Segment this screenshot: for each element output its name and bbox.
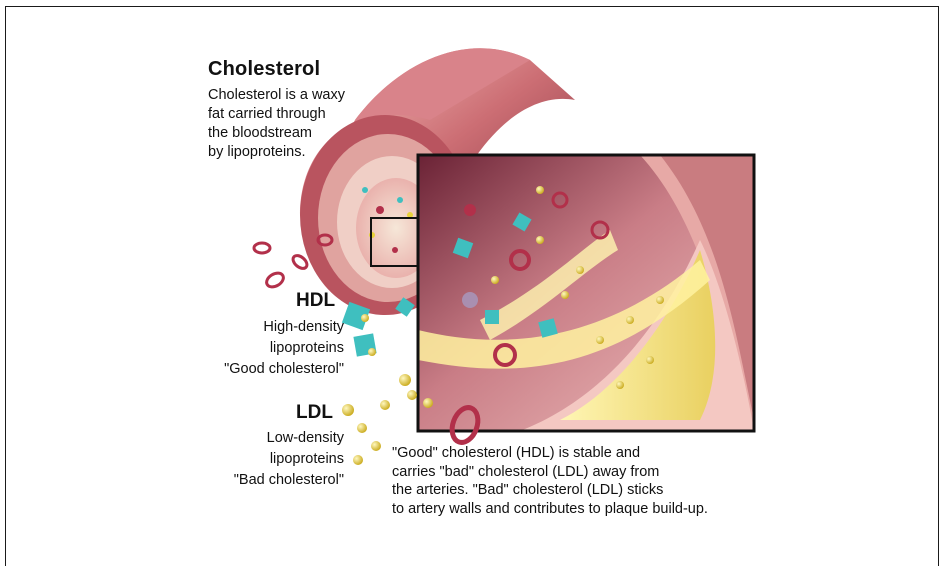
cholesterol-description: Cholesterol is a waxy fat carried throug… xyxy=(208,86,378,162)
description-line: Cholesterol is a waxy xyxy=(208,86,378,105)
caption-line: "Good" cholesterol (HDL) is stable and xyxy=(392,444,812,463)
hdl-description: High-density lipoproteins "Good choleste… xyxy=(196,317,344,380)
hdl-line: "Good cholesterol" xyxy=(196,359,344,380)
hdl-heading: HDL xyxy=(296,290,335,312)
hdl-line: High-density xyxy=(196,317,344,338)
magnified-inset xyxy=(418,155,754,431)
description-line: by lipoproteins. xyxy=(208,143,378,162)
cholesterol-title: Cholesterol xyxy=(208,58,320,81)
ldl-description: Low-density lipoproteins "Bad cholestero… xyxy=(196,428,344,491)
ldl-line: "Bad cholesterol" xyxy=(196,470,344,491)
description-line: fat carried through xyxy=(208,105,378,124)
description-line: the bloodstream xyxy=(208,124,378,143)
caption-line: to artery walls and contributes to plaqu… xyxy=(392,500,812,519)
caption-line: carries "bad" cholesterol (LDL) away fro… xyxy=(392,463,812,482)
caption: "Good" cholesterol (HDL) is stable and c… xyxy=(392,444,812,518)
caption-line: the arteries. "Bad" cholesterol (LDL) st… xyxy=(392,481,812,500)
ldl-line: lipoproteins xyxy=(196,449,344,470)
ldl-heading: LDL xyxy=(296,402,333,424)
hdl-line: lipoproteins xyxy=(196,338,344,359)
ldl-line: Low-density xyxy=(196,428,344,449)
